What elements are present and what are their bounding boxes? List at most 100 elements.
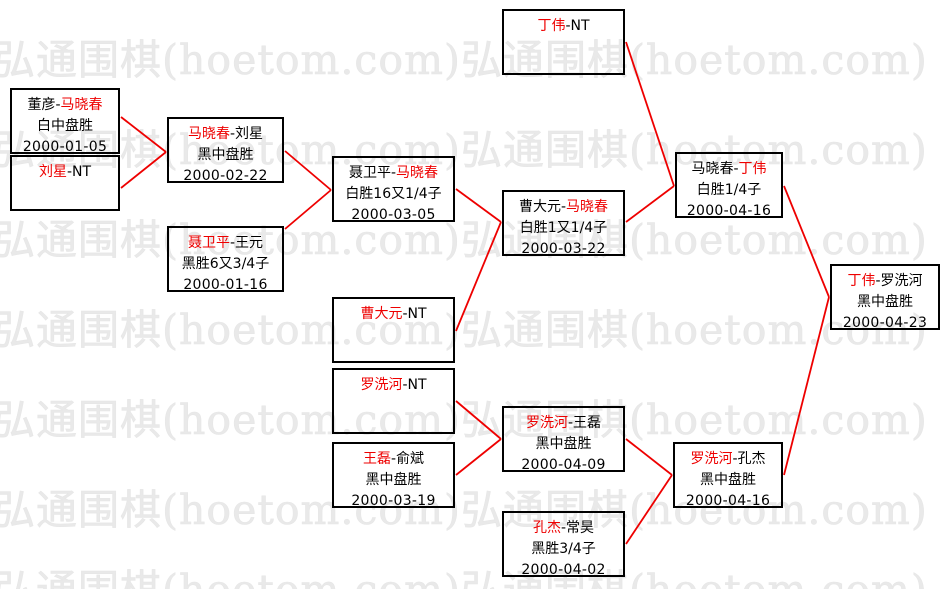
player-separator: - bbox=[66, 164, 73, 180]
match-result: 黑中盘胜 bbox=[700, 472, 756, 488]
connector-kongjie-to-luoxihe-kongjie bbox=[625, 474, 673, 545]
match-maxiaochun-vs-dingwei[interactable]: 马晓春-丁伟白胜1/4子 2000-04-16 bbox=[675, 152, 783, 219]
connector-dingwei-nt-to-final4 bbox=[625, 41, 675, 187]
player-left: 马晓春 bbox=[187, 126, 230, 142]
player-left: 孔杰 bbox=[532, 520, 561, 536]
connector-luoxihe-wanglei-to-luoxihe-kongjie bbox=[625, 438, 673, 476]
connector-wanglei-to-luoxihe-wanglei bbox=[455, 438, 502, 476]
player-separator: - bbox=[733, 161, 739, 177]
match-players: 丁伟-NT bbox=[504, 16, 623, 37]
player-separator: - bbox=[732, 451, 738, 467]
watermark-text: 弘通围棋(hoetom.com)弘通围棋(hoetom.com) bbox=[0, 126, 928, 175]
match-dongyan-vs-maxiaochun[interactable]: 董彦-马晓春白中盘胜 2000-01-05 bbox=[10, 88, 120, 155]
match-date: 2000-03-19 bbox=[351, 493, 436, 509]
match-luoxihe-vs-kongjie[interactable]: 罗洗河-孔杰黑中盘胜 2000-04-16 bbox=[673, 442, 783, 509]
match-dingwei-nt[interactable]: 丁伟-NT bbox=[502, 9, 625, 75]
watermark-text: 弘通围棋(hoetom.com)弘通围棋(hoetom.com) bbox=[0, 486, 928, 535]
match-luoxihe-nt[interactable]: 罗洗河-NT bbox=[332, 368, 455, 434]
match-maxiaochun-vs-liuxing[interactable]: 马晓春-刘星黑中盘胜 2000-02-22 bbox=[167, 117, 284, 184]
match-date: 2000-02-22 bbox=[183, 168, 268, 184]
match-players: 王磊-俞斌 bbox=[334, 449, 453, 470]
player-left: 王磊 bbox=[362, 451, 391, 467]
player-right: NT bbox=[72, 164, 92, 180]
connector-maxiaochun-to-nieweiping bbox=[284, 150, 332, 191]
player-separator: - bbox=[402, 306, 408, 322]
connector-nieweiping-wangyuan-to-nieweiping bbox=[284, 189, 332, 230]
match-players: 刘星-NT bbox=[12, 162, 118, 183]
connector-final4-bottom-to-final bbox=[783, 296, 830, 476]
match-date: 2000-01-05 bbox=[22, 139, 108, 155]
player-separator: - bbox=[390, 451, 397, 467]
watermark-text: 弘通围棋(hoetom.com)弘通围棋(hoetom.com) bbox=[0, 556, 928, 589]
match-players: 董彦-马晓春 bbox=[12, 95, 118, 116]
watermark-text: 弘通围棋(hoetom.com)弘通围棋(hoetom.com) bbox=[0, 36, 928, 85]
watermark-text: 弘通围棋(hoetom.com)弘通围棋(hoetom.com) bbox=[0, 396, 928, 445]
connector-luoxihe-nt-to-luoxihe-wanglei bbox=[455, 400, 502, 440]
match-players: 罗洗河-孔杰 bbox=[675, 449, 781, 470]
player-right: 罗洗河 bbox=[880, 273, 923, 289]
player-right: 孔杰 bbox=[737, 451, 766, 467]
watermark-text: 弘通围棋(hoetom.com)弘通围棋(hoetom.com) bbox=[0, 306, 928, 355]
match-result: 黑胜3/4子 bbox=[531, 541, 596, 557]
connector-final4-top-to-final bbox=[783, 185, 830, 298]
player-right: 常昊 bbox=[566, 520, 595, 536]
player-right: 俞斌 bbox=[396, 451, 425, 467]
connector-dongyan-to-maxiaochun bbox=[120, 116, 167, 153]
watermark-text: 弘通围棋(hoetom.com)弘通围棋(hoetom.com) bbox=[0, 216, 928, 265]
match-date: 2000-04-16 bbox=[685, 493, 771, 509]
match-date: 2000-01-16 bbox=[183, 277, 268, 293]
connector-caodayuan-to-final4 bbox=[625, 185, 675, 223]
match-result: 白胜1又1/4子 bbox=[519, 220, 608, 236]
player-separator: - bbox=[567, 415, 574, 431]
match-wanglei-vs-yubin[interactable]: 王磊-俞斌黑中盘胜 2000-03-19 bbox=[332, 442, 455, 509]
player-left: 罗洗河 bbox=[360, 377, 403, 393]
player-separator: - bbox=[55, 97, 61, 113]
match-result: 白胜1/4子 bbox=[696, 182, 762, 198]
player-left: 马晓春 bbox=[691, 161, 734, 177]
player-right: 马晓春 bbox=[396, 165, 439, 181]
match-players: 丁伟-罗洗河 bbox=[832, 271, 938, 292]
match-final-dingwei-vs-luoxihe[interactable]: 丁伟-罗洗河黑中盘胜 2000-04-23 bbox=[830, 264, 940, 331]
match-players: 曹大元-马晓春 bbox=[504, 197, 623, 218]
connector-nieweiping-to-caodayuan bbox=[455, 188, 502, 223]
match-players: 罗洗河-NT bbox=[334, 375, 453, 396]
match-result: 黑中盘胜 bbox=[197, 147, 254, 163]
player-left: 罗洗河 bbox=[690, 451, 733, 467]
match-result: 白中盘胜 bbox=[37, 118, 93, 134]
match-result: 黑中盘胜 bbox=[857, 294, 913, 310]
player-right: 丁伟 bbox=[738, 161, 767, 177]
match-date: 2000-04-23 bbox=[842, 315, 928, 331]
player-left: 曹大元 bbox=[360, 306, 403, 322]
player-right: 马晓春 bbox=[566, 199, 609, 215]
match-liuxing-nt[interactable]: 刘星-NT bbox=[10, 155, 120, 211]
player-left: 曹大元 bbox=[518, 199, 561, 215]
player-separator: - bbox=[560, 520, 567, 536]
player-right: NT bbox=[570, 18, 590, 34]
match-players: 罗洗河-王磊 bbox=[504, 413, 623, 434]
match-caodayuan-nt[interactable]: 曹大元-NT bbox=[332, 297, 455, 363]
match-result: 黑中盘胜 bbox=[365, 472, 422, 488]
player-left: 罗洗河 bbox=[525, 415, 568, 431]
player-separator: - bbox=[229, 235, 236, 251]
match-players: 马晓春-刘星 bbox=[169, 124, 282, 145]
player-separator: - bbox=[402, 377, 408, 393]
player-separator: - bbox=[229, 126, 236, 142]
player-left: 董彦 bbox=[27, 97, 56, 113]
match-date: 2000-03-05 bbox=[351, 207, 436, 223]
match-players: 孔杰-常昊 bbox=[504, 518, 623, 539]
match-result: 白胜16又1/4子 bbox=[345, 186, 442, 202]
player-right: 刘星 bbox=[235, 126, 264, 142]
player-left: 聂卫平 bbox=[187, 235, 230, 251]
player-left: 丁伟 bbox=[537, 18, 566, 34]
match-date: 2000-04-16 bbox=[686, 203, 772, 219]
player-separator: - bbox=[875, 273, 881, 289]
player-left: 丁伟 bbox=[847, 273, 876, 289]
match-players: 曹大元-NT bbox=[334, 304, 453, 325]
